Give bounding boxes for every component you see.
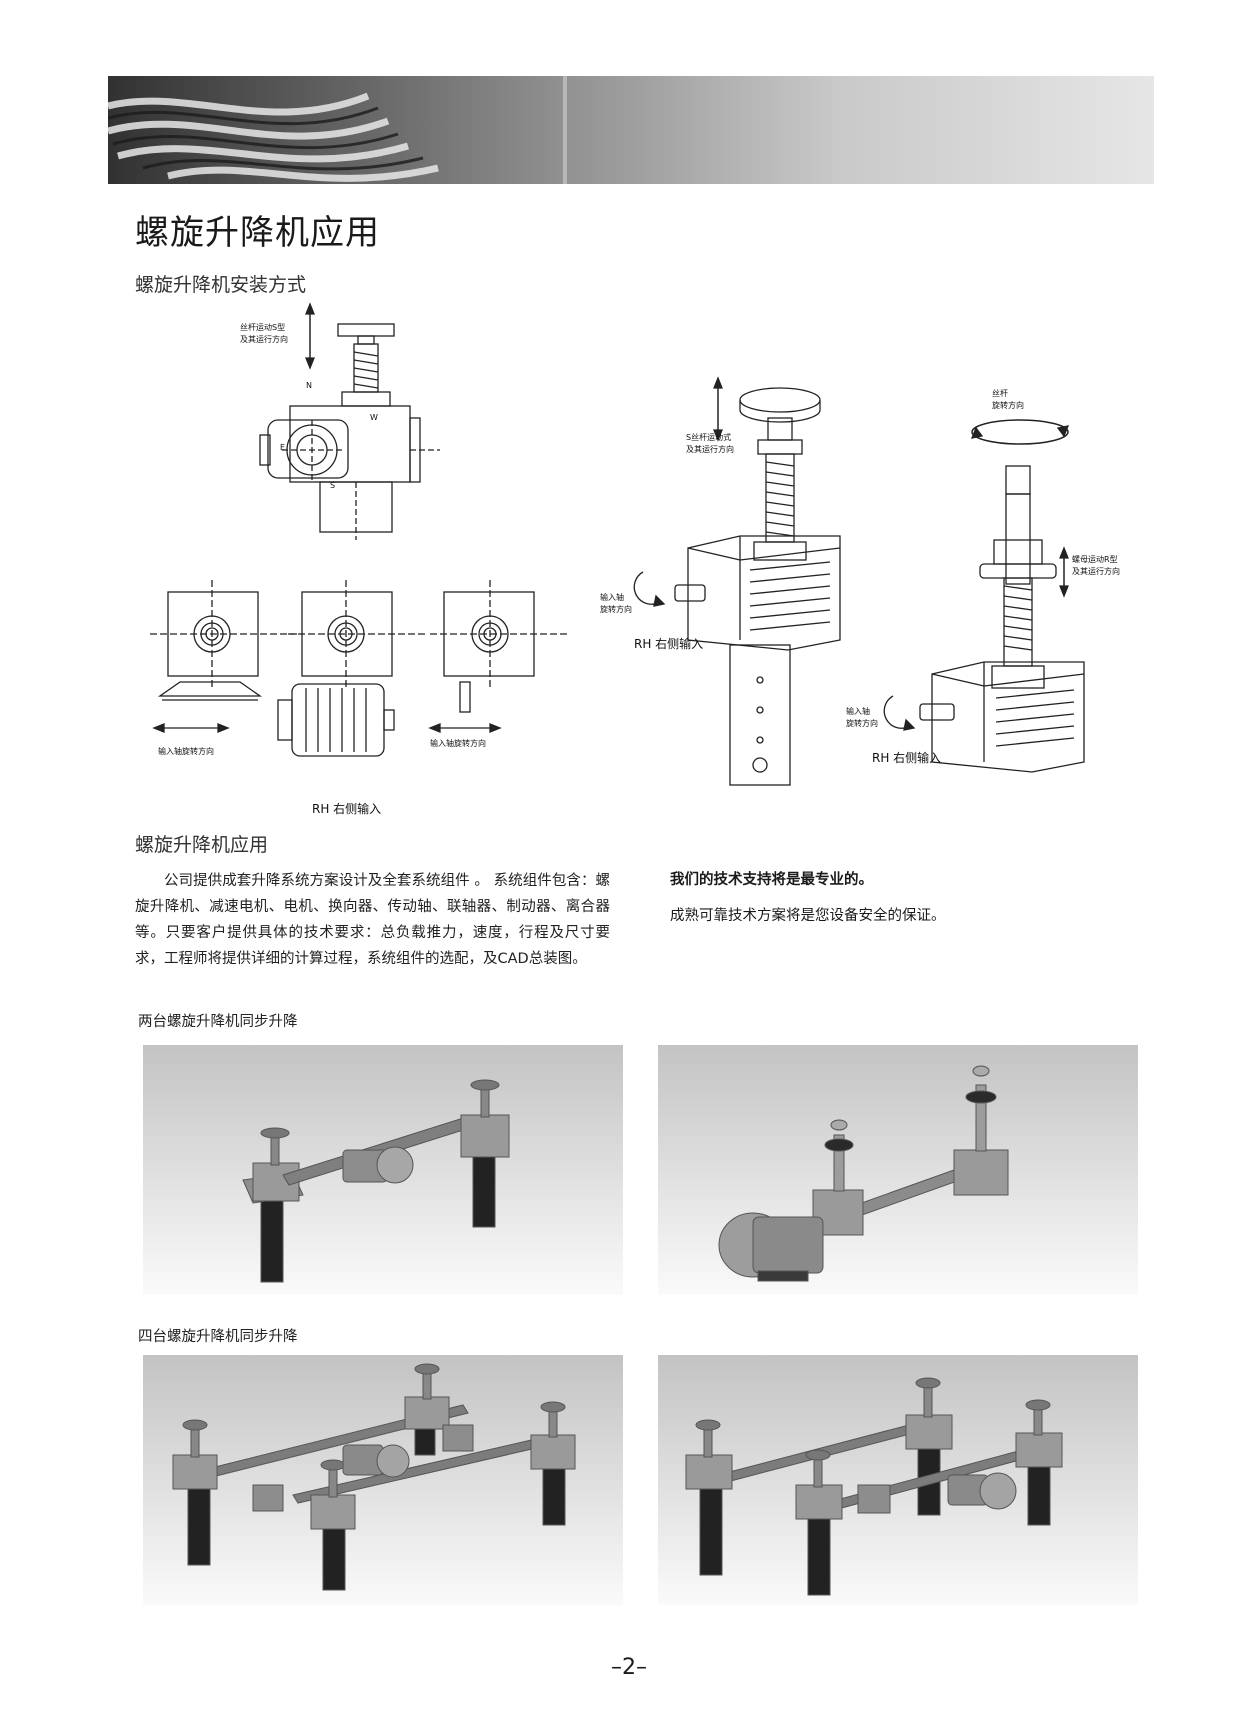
label-input-rotation-right: 输入轴旋转方向 [430, 738, 486, 748]
label-rh-right-input-1: RH 右侧输入 [312, 801, 381, 816]
label-compass-s: S [330, 481, 335, 490]
label-s-direction: 及其运行方向 [686, 444, 734, 454]
label-rotation-direction-2: 旋转方向 [846, 718, 878, 728]
label-nut-direction: 及其运行方向 [1072, 566, 1120, 576]
label-compass-n: N [306, 381, 312, 390]
section-heading-application: 螺旋升降机应用 [135, 834, 269, 856]
label-input-shaft-1: 输入轴 [600, 592, 624, 602]
caption-two-jacks: 两台螺旋升降机同步升降 [138, 1014, 298, 1030]
label-nut-motion: 螺母运动R型 [1072, 554, 1118, 564]
label-s-screw-motion: S丝杆运动式 [686, 432, 731, 442]
label-rh-right-input-3: RH 右侧输入 [872, 750, 941, 765]
label-screw-rotation: 旋转方向 [992, 400, 1024, 410]
header-banner [108, 76, 1154, 184]
installation-diagram: 丝杆运动S型 及其运行方向 N E W S 输入轴旋转方向 输入轴旋转方向 S丝… [150, 302, 1120, 816]
label-compass-w: W [370, 413, 378, 422]
page-number: –2– [611, 1655, 647, 1680]
tech-support-statement: 我们的技术支持将是最专业的。 [670, 872, 873, 888]
gear-banner-image [108, 76, 568, 184]
label-compass-e: E [280, 443, 285, 452]
render-four-jacks-1 [143, 1355, 623, 1605]
label-rh-right-input-2: RH 右侧输入 [634, 636, 703, 651]
render-two-jacks-2 [658, 1045, 1138, 1295]
safety-statement: 成熟可靠技术方案将是您设备安全的保证。 [670, 908, 946, 924]
label-rotation-direction-1: 旋转方向 [600, 604, 632, 614]
render-two-jacks-1 [143, 1045, 623, 1295]
render-four-jacks-2 [658, 1355, 1138, 1605]
label-input-rotation-left: 输入轴旋转方向 [158, 746, 214, 756]
label-screw-motion: 丝杆运动S型 [240, 322, 285, 332]
intro-paragraph: 公司提供成套升降系统方案设计及全套系统组件 。 系统组件包含：螺旋升降机、减速电… [135, 873, 610, 967]
label-input-shaft-2: 输入轴 [846, 706, 870, 716]
page-title: 螺旋升降机应用 [135, 213, 380, 253]
label-screw: 丝杆 [992, 388, 1008, 398]
caption-four-jacks: 四台螺旋升降机同步升降 [138, 1329, 298, 1345]
section-heading-installation: 螺旋升降机安装方式 [135, 274, 307, 296]
label-direction: 及其运行方向 [240, 334, 288, 344]
